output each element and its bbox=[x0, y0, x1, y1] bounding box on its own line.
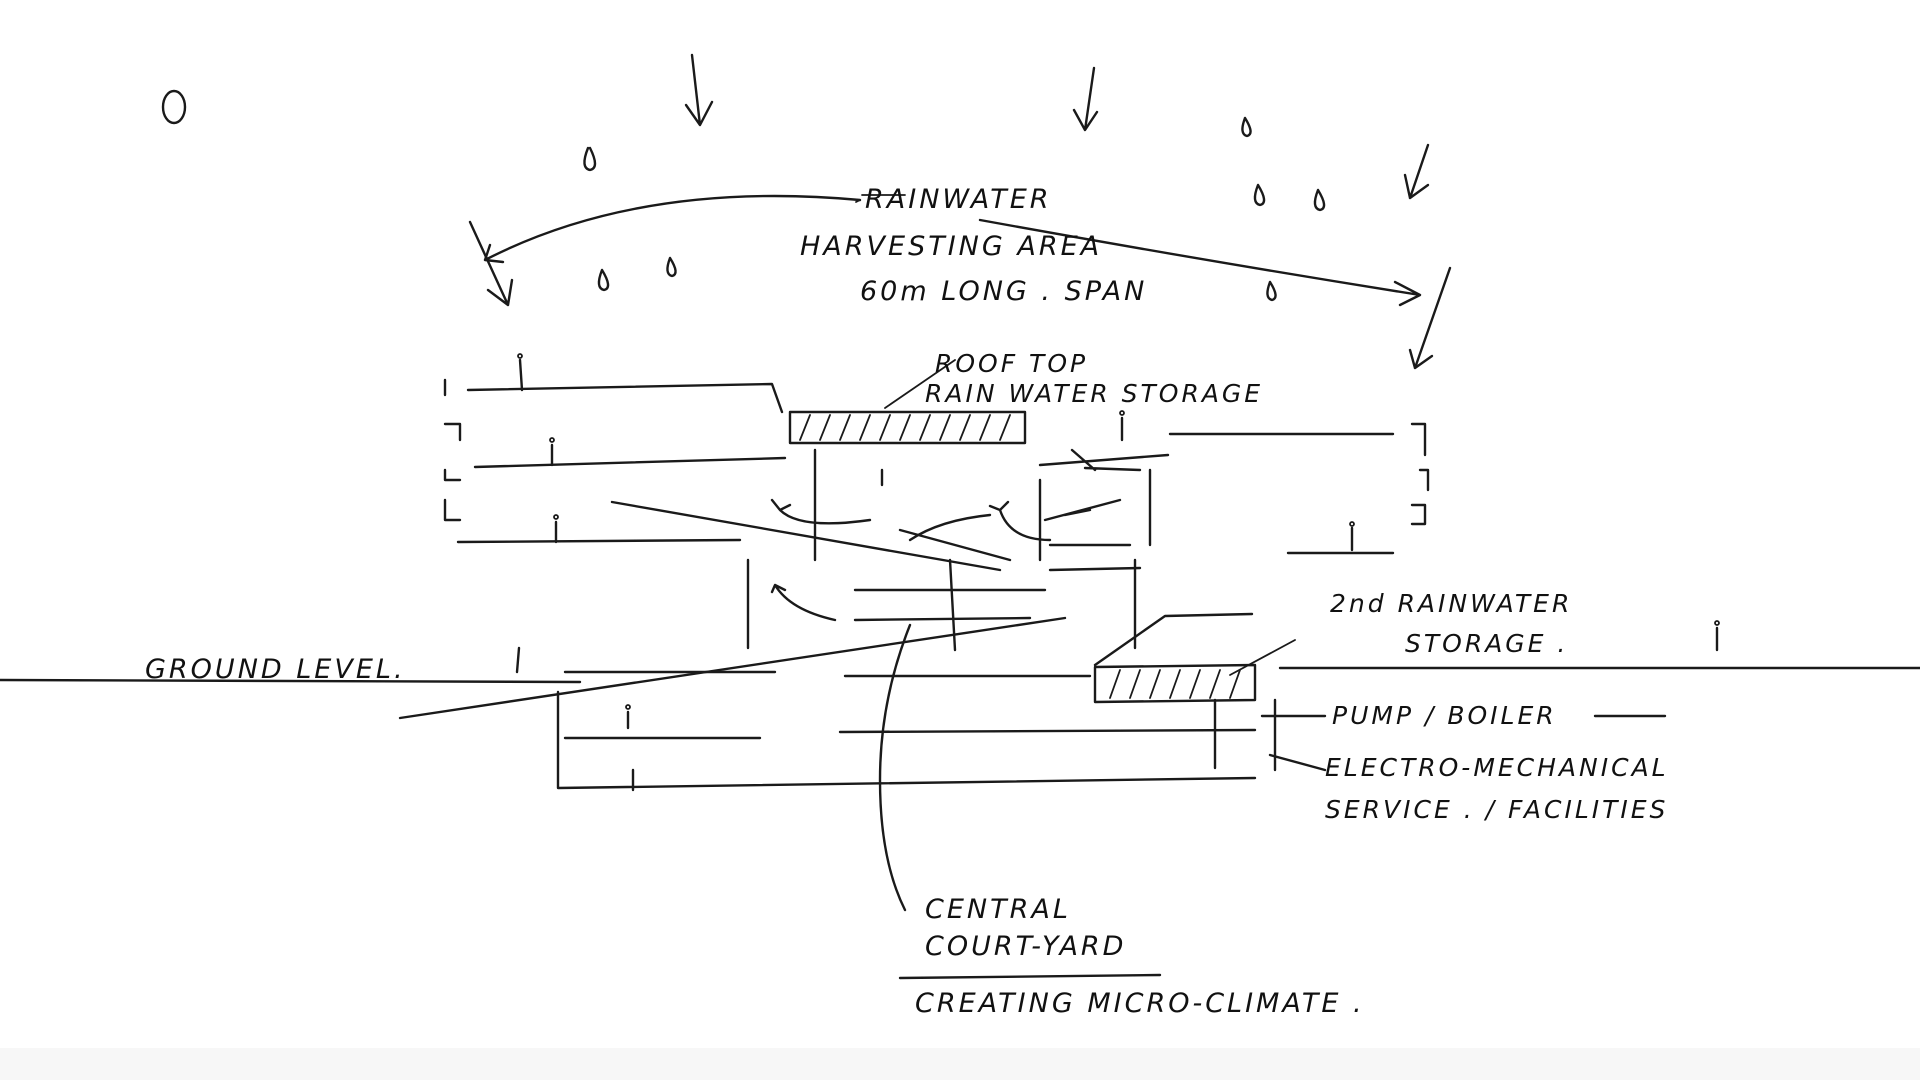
rain-group bbox=[161, 53, 1452, 370]
rain-drop bbox=[1313, 188, 1326, 212]
label-rooftop: ROOF TOP bbox=[935, 349, 1088, 378]
label-courtyard: COURT-YARD bbox=[925, 931, 1126, 962]
ramp-line bbox=[398, 616, 1067, 720]
rain-arrow bbox=[1403, 143, 1430, 200]
span-arc bbox=[483, 194, 1422, 307]
leader-lines bbox=[855, 194, 1667, 980]
rain-drop bbox=[1266, 280, 1277, 302]
second-storage-tank bbox=[1093, 612, 1296, 704]
courtyard-leader bbox=[878, 623, 912, 912]
label-ground-level: GROUND LEVEL. bbox=[145, 654, 406, 685]
rain-drop bbox=[666, 256, 677, 278]
label-second-storage: 2nd RAINWATER bbox=[1330, 589, 1572, 618]
rain-drop bbox=[1253, 183, 1266, 207]
basement bbox=[556, 670, 1277, 790]
rain-drop bbox=[161, 89, 187, 125]
label-span: 60m LONG . SPAN bbox=[860, 276, 1147, 307]
rain-drop bbox=[583, 146, 597, 172]
upper-building bbox=[443, 378, 1430, 652]
people-markers bbox=[515, 353, 1720, 792]
label-harvesting-area: HARVESTING AREA bbox=[800, 231, 1102, 262]
label-electro-mechanical: ELECTRO-MECHANICAL bbox=[1325, 753, 1669, 782]
rain-arrow bbox=[468, 220, 514, 307]
label-service-facilities: SERVICE . / FACILITIES bbox=[1325, 795, 1668, 824]
rain-drop bbox=[1241, 116, 1252, 138]
label-second-storage-b: STORAGE . bbox=[1405, 629, 1568, 658]
label-micro-climate: CREATING MICRO-CLIMATE . bbox=[915, 988, 1365, 1019]
label-pump-boiler: PUMP / BOILER bbox=[1332, 701, 1557, 730]
rain-arrow bbox=[684, 53, 714, 127]
rain-arrow bbox=[1072, 66, 1099, 132]
rain-drop bbox=[597, 268, 610, 292]
label-rainwater: RAINWATER bbox=[865, 184, 1052, 215]
rooftop-storage-tank bbox=[788, 359, 1027, 445]
label-central: CENTRAL bbox=[925, 894, 1071, 925]
rain-arrow bbox=[1408, 266, 1452, 370]
ground-line bbox=[0, 666, 1920, 684]
airflow-arrows bbox=[770, 448, 1142, 622]
label-rooftop-storage: RAIN WATER STORAGE bbox=[925, 379, 1263, 408]
paper-bottom-strip bbox=[0, 1048, 1920, 1080]
